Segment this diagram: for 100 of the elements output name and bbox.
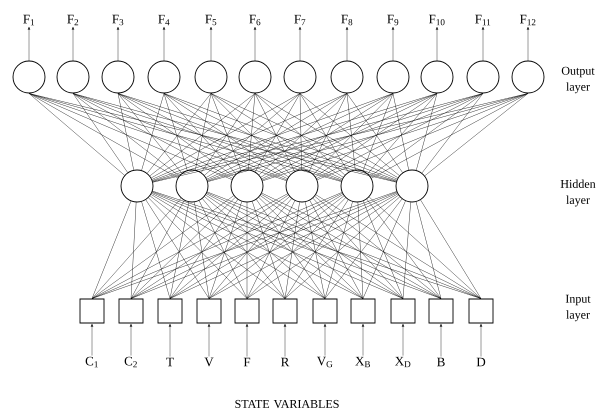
connection-line [72,93,128,173]
connection-line [28,93,125,176]
connection-line [141,93,164,170]
connection-line [164,93,236,174]
variable-label: T [166,358,174,366]
neuron-circle [286,170,318,202]
connection-line [92,198,182,299]
neuron-circle [512,60,544,94]
connection-line [208,201,242,299]
connection-line [402,202,411,299]
neuron-circle [148,60,180,94]
connection-line [300,93,400,176]
arrow [324,324,326,356]
connection-line [284,196,400,299]
connection-line [252,201,286,299]
arrow [284,324,286,357]
connection-line [424,93,528,176]
variable-label: F$_{7}$ [294,14,306,26]
variable-label: C$_{1}$ [86,356,98,368]
neuron-circle [56,60,90,94]
variable-label: X$_{B}$ [355,356,370,368]
connection-line [170,196,290,299]
connection-line [317,93,528,180]
arrow [168,324,172,357]
variable-label: F$_{3}$ [112,14,124,26]
arrow [526,26,530,61]
connection-line [305,202,326,299]
connection-line [28,93,178,178]
connection-line [164,93,188,170]
connection-line [207,192,482,299]
arrow [480,324,482,357]
neuron-circle [396,170,428,202]
layer-label: Input layer [566,294,591,322]
connection-line [147,93,212,174]
connection-line [141,202,170,299]
input-box [234,298,260,324]
connection-line [316,194,482,299]
connection-line [92,201,132,299]
connection-line [256,199,326,299]
connection-line [315,93,438,177]
connection-line [246,202,248,299]
connection-line [152,193,364,299]
variable-label: F$_{10}$ [428,14,445,26]
connection-line [204,93,300,176]
arrow [130,324,132,356]
input-box [158,298,182,324]
connection-line [118,93,288,179]
connection-line [118,93,234,177]
connection-line [150,194,326,299]
variable-label: F$_{1}$ [23,14,34,26]
input-box [468,298,494,324]
input-box [428,298,454,324]
connection-line [130,200,184,299]
connection-line [92,194,288,299]
connection-line [300,93,302,170]
neuron-circle [120,170,154,202]
connection-line [324,202,353,299]
layer-label: Output layer [562,66,595,94]
layer-label: Hidden layer [560,180,596,206]
variable-label: R [281,358,290,366]
arrow [162,26,166,61]
connection-line [248,93,256,170]
variable-label: V [204,358,214,366]
connection-line [262,93,484,180]
connection-line [210,93,291,174]
connection-line [284,200,348,299]
connection-line [262,93,528,182]
connection-line [416,202,442,299]
connection-line [362,93,394,171]
connection-line [309,93,348,172]
neuron-circle [466,60,500,94]
arrow [90,324,94,356]
connection-line [170,202,190,299]
connection-line [130,197,236,299]
connection-line [262,192,482,299]
connection-line [199,200,248,299]
connection-line [92,195,234,299]
connection-line [314,196,442,299]
arrow [210,26,212,61]
connection-line [130,202,136,299]
connection-line [366,198,442,299]
arrow [116,26,120,61]
arrow [440,324,442,357]
connection-line [316,93,484,179]
variable-label: F$_{2}$ [67,14,78,26]
connection-line [195,93,212,170]
connection-line [150,93,256,176]
connection-line [170,194,344,299]
variable-label: F$_{8}$ [341,14,352,26]
connection-line [358,202,364,299]
connection-line [148,198,248,299]
connection-line [368,196,482,299]
connection-line [204,196,326,299]
connection-line [422,93,484,174]
neuron-circle [230,170,264,202]
connection-line [28,93,232,180]
connection-line [130,193,342,299]
input-box [272,298,298,324]
arrow [392,26,394,61]
connection-line [346,93,356,170]
